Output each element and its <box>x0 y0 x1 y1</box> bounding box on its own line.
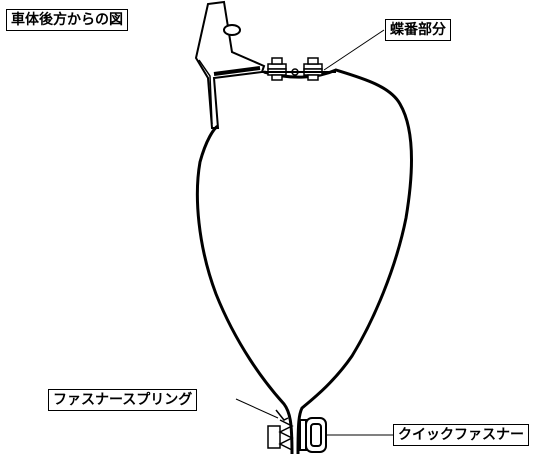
view-title-label: 車体後方からの図 <box>6 9 128 31</box>
bracket-hole <box>223 24 241 36</box>
quick-fastener-label: クイックファスナー <box>393 424 529 446</box>
leader-lines <box>235 29 393 436</box>
cowling-body <box>195 68 413 455</box>
fastener-spring <box>267 409 294 451</box>
quick-fastener <box>299 417 327 453</box>
mounting-bracket <box>194 0 266 129</box>
fastener-spring-label: ファスナースプリング <box>48 389 198 411</box>
hinge-assembly <box>262 57 336 81</box>
hinge-label: 蝶番部分 <box>385 19 451 41</box>
